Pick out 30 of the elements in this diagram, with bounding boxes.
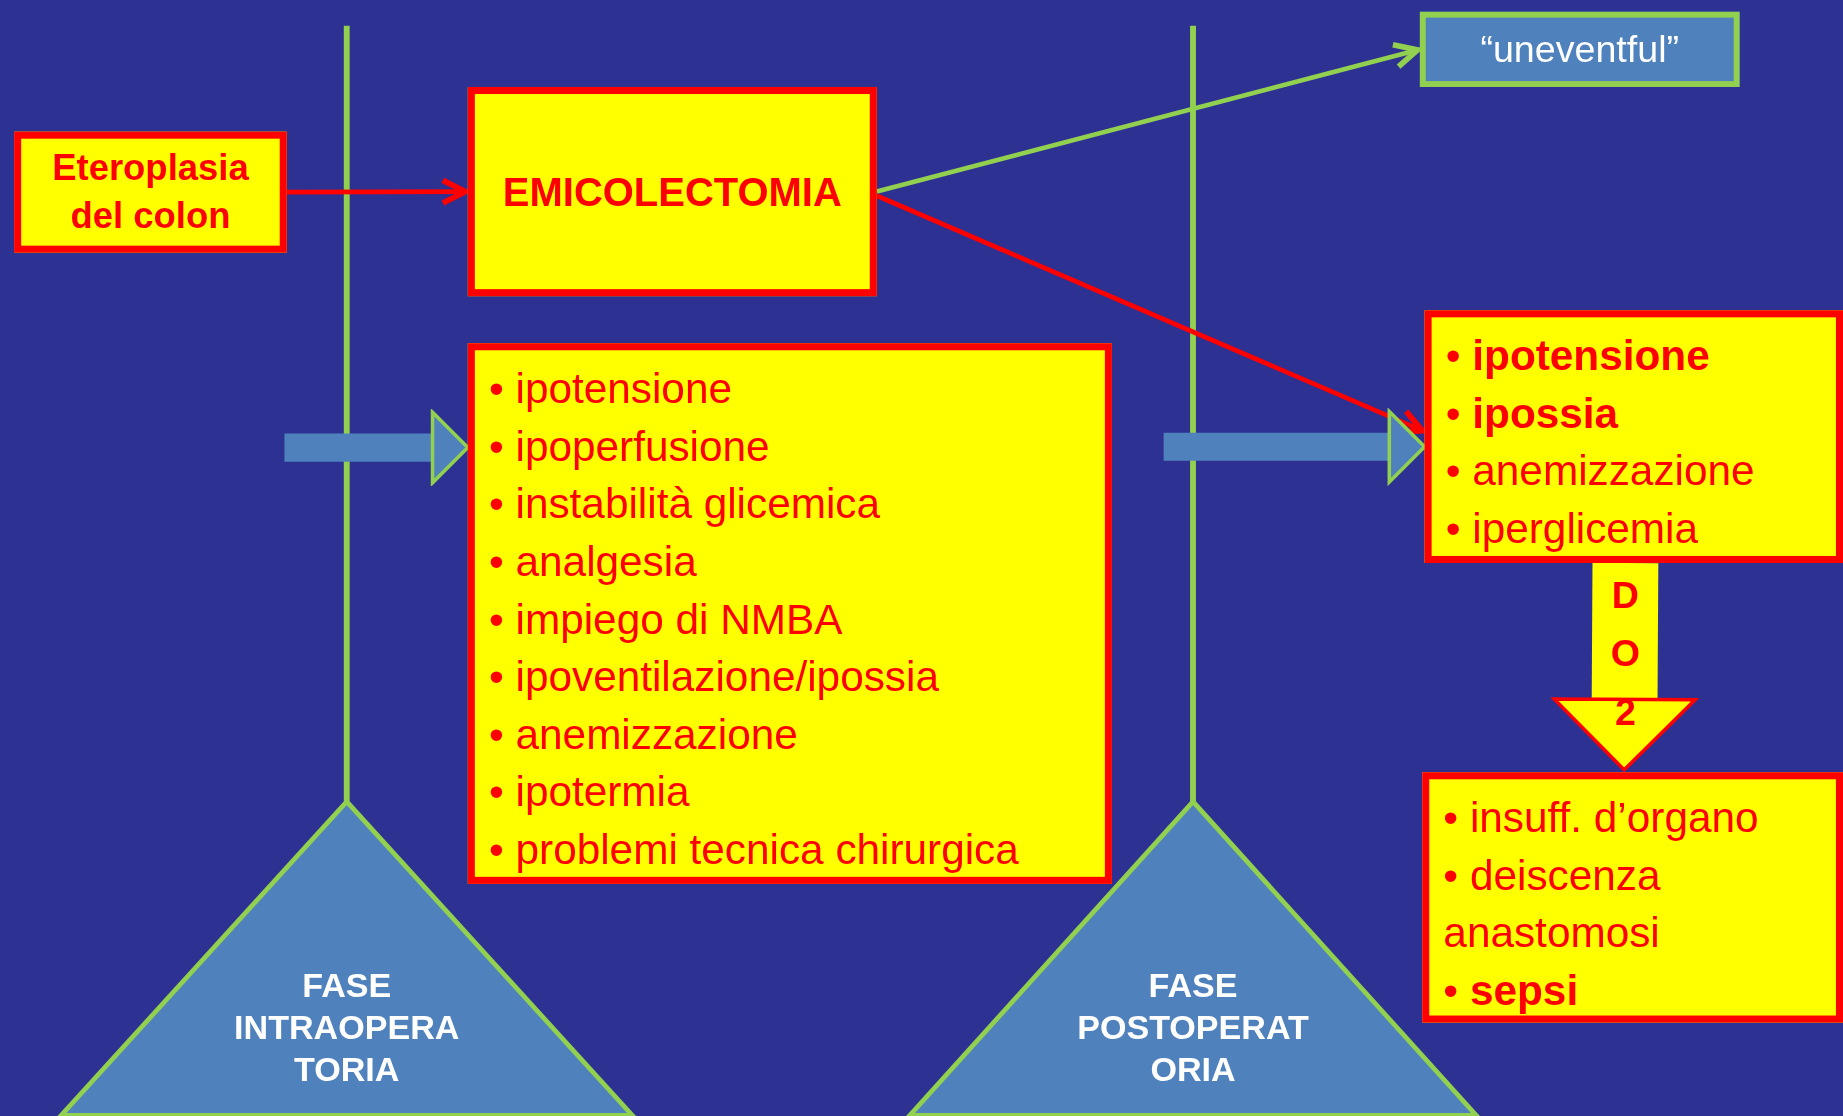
risk-list-box <box>467 343 1112 884</box>
list-item: • anemizzazione <box>488 708 799 761</box>
list-item: • ipoperfusione <box>488 420 771 473</box>
list-item: • ipotensione <box>1445 330 1711 382</box>
procedure-box <box>467 87 877 297</box>
list-item: • ipossia <box>1445 388 1620 440</box>
arrow <box>286 177 469 206</box>
list-item: • instabilità glicemica <box>488 478 882 530</box>
list-item: • ipotermia <box>488 766 691 818</box>
consequence-list-box <box>1422 772 1843 1023</box>
list-item: • analgesia <box>488 536 698 588</box>
phase-label: FASE POSTOPERAT ORIA <box>1076 965 1310 1091</box>
list-item: • iperglicemia <box>1445 503 1700 555</box>
list-item: • ipoventilazione/ipossia <box>488 651 940 703</box>
list-item: • insuff. d’organo <box>1443 792 1760 844</box>
box-title: Eteroplasia del colon <box>51 146 250 238</box>
list-item: • ipotensione <box>488 363 733 415</box>
outcome-box <box>1419 11 1740 87</box>
box-title: EMICOLECTOMIA <box>502 168 842 216</box>
block-arrow <box>1552 562 1697 772</box>
complication-list-box <box>1424 310 1843 563</box>
outcome-label: “uneventful” <box>1480 27 1679 72</box>
diagnosis-box <box>14 131 287 253</box>
list-item: • problemi tecnica chirurgica <box>488 824 1020 876</box>
arrow <box>875 193 1426 435</box>
phase-label: FASE INTRAOPERA TORIA <box>233 965 461 1091</box>
list-item: • anemizzazione <box>1445 445 1756 497</box>
list-item: • impiego di NMBA <box>488 593 844 645</box>
arrow <box>876 41 1421 194</box>
list-item: • sepsi <box>1443 965 1580 1017</box>
